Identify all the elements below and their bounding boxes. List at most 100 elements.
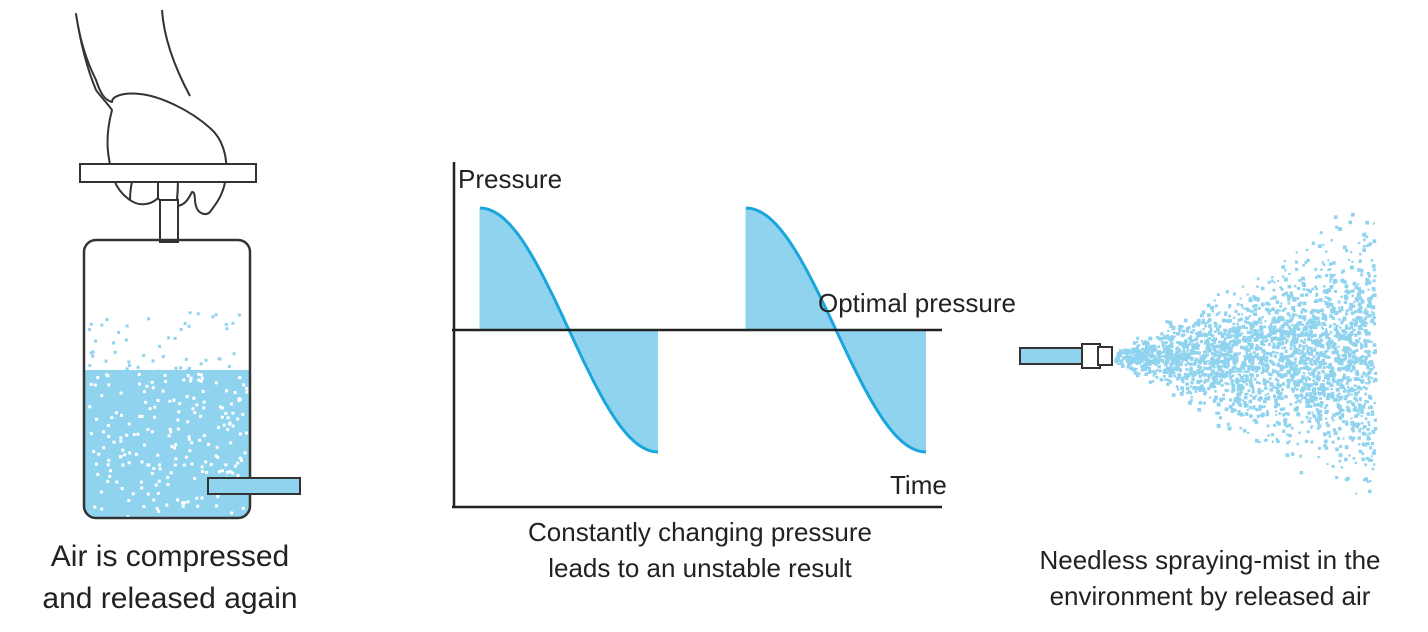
mist-droplet	[1336, 361, 1339, 364]
mist-droplet	[1277, 343, 1282, 347]
mist-droplet	[1273, 325, 1277, 329]
mist-droplet	[1284, 322, 1288, 326]
mist-droplet	[1146, 371, 1150, 375]
mist-droplet	[1320, 268, 1323, 271]
mist-droplet	[1328, 297, 1332, 302]
mist-droplet	[1337, 338, 1341, 342]
tank-bubble	[117, 330, 121, 334]
mist-droplet	[1146, 349, 1151, 354]
mist-droplet	[1296, 399, 1300, 403]
tank-bubble	[173, 446, 176, 450]
mist-droplet	[1235, 377, 1240, 381]
mist-droplet	[1299, 356, 1303, 360]
mist-droplet	[1357, 330, 1360, 334]
mist-droplet	[1364, 362, 1368, 366]
mist-droplet	[1231, 402, 1235, 406]
mist-droplet	[1281, 265, 1286, 269]
mist-droplet	[1259, 324, 1263, 329]
mist-droplet	[1137, 344, 1141, 347]
mist-droplet	[1215, 344, 1220, 349]
mist-droplet	[1143, 367, 1147, 372]
mist-droplet	[1329, 273, 1332, 277]
mist-droplet	[1294, 284, 1297, 288]
mist-droplet	[1244, 412, 1249, 416]
mist-droplet	[1292, 309, 1296, 313]
mist-droplet	[1251, 390, 1255, 394]
mist-droplet	[1228, 334, 1231, 337]
mist-droplet	[1352, 318, 1355, 321]
mist-droplet	[1349, 369, 1353, 373]
mist-droplet	[1298, 367, 1302, 371]
mist-droplet	[1369, 363, 1374, 367]
mist-droplet	[1218, 349, 1221, 352]
mist-droplet	[1306, 376, 1309, 379]
mist-droplet	[1333, 273, 1336, 276]
mist-droplet	[1373, 274, 1377, 278]
mist-droplet	[1358, 397, 1362, 401]
mist-droplet	[1328, 325, 1332, 329]
mist-droplet	[1249, 365, 1254, 370]
mist-droplet	[1227, 426, 1232, 431]
mist-droplet	[1258, 382, 1261, 385]
mist-droplet	[1237, 410, 1241, 413]
mist-droplet	[1244, 337, 1248, 342]
mist-droplet	[1229, 335, 1233, 338]
mist-droplet	[1193, 362, 1196, 365]
mist-droplet	[1362, 371, 1366, 376]
mist-droplet	[1309, 394, 1312, 398]
mist-droplet	[1250, 310, 1254, 313]
tank-bubble	[112, 341, 116, 345]
mist-droplet	[1341, 335, 1344, 338]
mist-droplet	[1323, 443, 1327, 448]
mist-droplet	[1208, 330, 1212, 335]
mist-droplet	[1254, 347, 1259, 351]
mist-droplet	[1177, 331, 1181, 335]
mist-droplet	[1329, 280, 1332, 283]
mist-droplet	[1325, 404, 1329, 407]
mist-droplet	[1363, 324, 1367, 328]
mist-droplet	[1165, 351, 1169, 355]
tank-bubble	[211, 315, 215, 319]
tank-bubble	[217, 470, 221, 474]
mist-droplet	[1137, 353, 1140, 357]
mist-droplet	[1223, 337, 1227, 341]
mist-droplet	[1316, 309, 1321, 314]
mist-droplet	[1356, 377, 1360, 381]
mist-droplet	[1366, 365, 1370, 370]
tank-bubble	[151, 386, 155, 390]
tank-bubble	[188, 311, 192, 315]
mist-droplet	[1362, 478, 1365, 481]
mist-droplet	[1348, 359, 1352, 363]
mist-droplet	[1348, 356, 1351, 359]
mist-droplet	[1337, 332, 1341, 337]
tank-bubble	[157, 479, 161, 483]
mist-droplet	[1315, 292, 1319, 296]
mist-droplet	[1197, 365, 1201, 369]
mist-droplet	[1262, 335, 1265, 339]
mist-droplet	[1319, 397, 1322, 400]
tank-bubble	[245, 386, 249, 390]
mist-droplet	[1224, 311, 1228, 315]
mist-droplet	[1302, 347, 1306, 351]
mist-droplet	[1310, 425, 1314, 428]
mist-droplet	[1286, 294, 1291, 299]
mist-droplet	[1188, 342, 1192, 346]
mist-droplet	[1314, 362, 1318, 366]
mist-droplet	[1292, 334, 1297, 339]
mist-droplet	[1210, 339, 1214, 342]
mist-droplet	[1317, 340, 1322, 344]
mist-droplet	[1224, 382, 1227, 385]
mist-droplet	[1272, 327, 1276, 332]
mist-droplet	[1253, 330, 1257, 334]
mist-droplet	[1271, 350, 1275, 354]
mist-droplet	[1228, 404, 1233, 409]
mist-droplet	[1152, 370, 1156, 374]
mist-droplet	[1255, 366, 1259, 370]
mist-droplet	[1350, 212, 1355, 217]
mist-droplet	[1276, 329, 1279, 333]
mist-droplet	[1146, 341, 1150, 346]
mist-droplet	[1141, 368, 1145, 372]
mist-droplet	[1216, 402, 1221, 407]
mist-droplet	[1326, 409, 1329, 413]
tank-bubble	[131, 492, 135, 496]
